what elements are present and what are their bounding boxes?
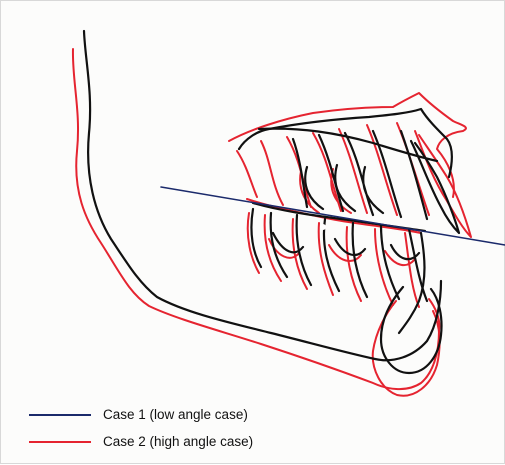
legend-item-case2: Case 2 (high angle case)	[29, 428, 329, 455]
occlusal-marker	[320, 224, 326, 230]
legend-swatch-case1	[29, 414, 91, 416]
case2-maxilla-outline	[229, 93, 466, 197]
case2-upper-teeth	[237, 123, 429, 215]
legend-label-case2: Case 2 (high angle case)	[103, 434, 253, 449]
legend: Case 1 (low angle case) Case 2 (high ang…	[29, 401, 329, 455]
case1-tracing	[84, 31, 459, 373]
legend-swatch-case2	[29, 441, 91, 443]
case2-mandible-outline	[73, 49, 439, 389]
case2-upper-incisor	[415, 131, 471, 237]
legend-label-case1: Case 1 (low angle case)	[103, 407, 248, 422]
case1-lower-teeth	[251, 209, 427, 301]
case2-tracing	[73, 49, 471, 396]
legend-item-case1: Case 1 (low angle case)	[29, 401, 329, 428]
case1-upper-teeth	[293, 131, 427, 219]
